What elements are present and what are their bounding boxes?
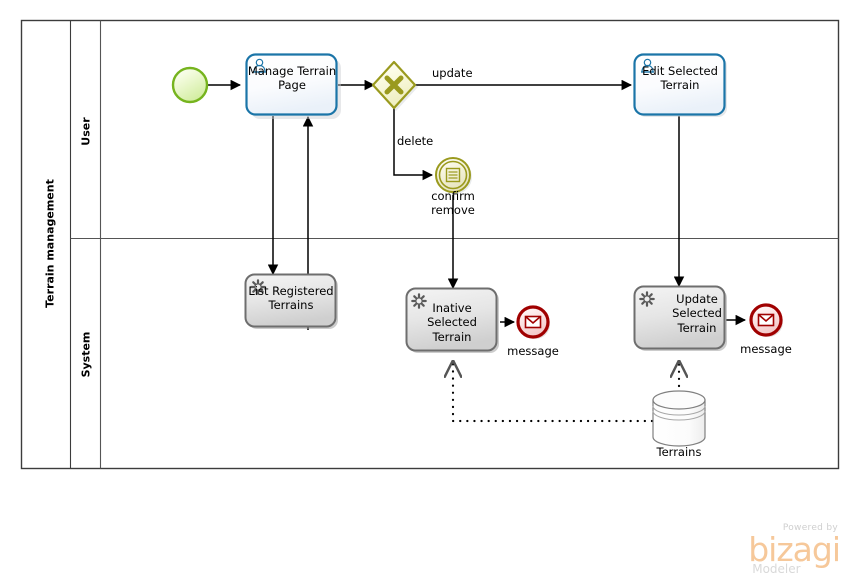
message-end-event-2[interactable] [749,303,783,337]
task-label-line2: Terrains [268,298,314,313]
bizagi-logo-text: bizagi [748,529,841,569]
x-icon [384,75,404,95]
gear-icon [250,279,266,295]
task-label-edit-selected-terrain: Edit Selected Terrain [635,64,725,108]
intermediate-event-confirm-remove[interactable] [435,157,472,194]
lane-title-system: System [79,331,93,378]
task-label-line2: Selected [672,306,722,321]
bizagi-branding: Powered by bizagi Modeler [748,522,841,576]
assoc-store-to-inative [453,362,654,423]
task-edit-selected-terrain[interactable] [633,53,728,118]
data-associations [453,362,679,423]
modeler-text: Modeler [752,562,801,576]
flow-gateway-to-confirm [393,106,434,181]
data-store-terrains[interactable] [652,390,706,447]
powered-by-text: Powered by [782,522,838,533]
task-label-line1: Inative Selected [427,301,477,330]
start-event[interactable] [171,66,209,104]
event-label-line2: remove [431,202,475,217]
task-label-manage-terrain-page: Manage Terrain Page [247,64,337,108]
task-label-update-selected-terrain: Update Selected Terrain [652,292,742,346]
gear-icon [639,291,655,307]
task-label-list-registered-terrains: List Registered Terrains [246,284,336,324]
lane-title-user: User [79,117,93,146]
envelope-icon [524,315,542,329]
flow-label-delete: delete [397,134,434,148]
event-label-line1: confirm [431,189,475,203]
task-list-registered-terrains[interactable] [244,273,339,330]
datastore-label-terrains: Terrains [656,445,702,459]
task-label-line1: List Registered [248,284,334,298]
pool-title: Terrain management [43,179,57,308]
gear-icon [411,293,427,309]
task-manage-terrain-page[interactable] [245,53,342,120]
task-label-line2: Terrain [660,78,700,93]
task-label-inative-selected-terrain: Inative Selected Terrain [407,301,497,344]
task-label-line2: Terrain [432,329,472,344]
task-update-selected-terrain[interactable] [633,285,728,352]
event-label-confirm-remove: confirm remove [408,189,498,218]
event-label-message-1: message [507,344,559,358]
task-label-line1: Edit Selected [642,64,718,78]
task-inative-selected-terrain[interactable] [405,287,500,354]
message-end-event-1[interactable] [516,305,550,339]
task-label-line3: Terrain [677,320,717,335]
rule-icon [445,167,461,183]
flow-label-update: update [432,66,473,80]
envelope-icon [757,313,775,327]
task-label-line1: Update [676,292,718,306]
task-label-line1: Manage Terrain [247,64,337,78]
event-label-message-2: message [740,342,792,356]
exclusive-gateway[interactable] [371,60,418,111]
user-icon [253,58,266,73]
task-label-line2: Page [278,78,306,93]
user-icon [641,58,654,73]
